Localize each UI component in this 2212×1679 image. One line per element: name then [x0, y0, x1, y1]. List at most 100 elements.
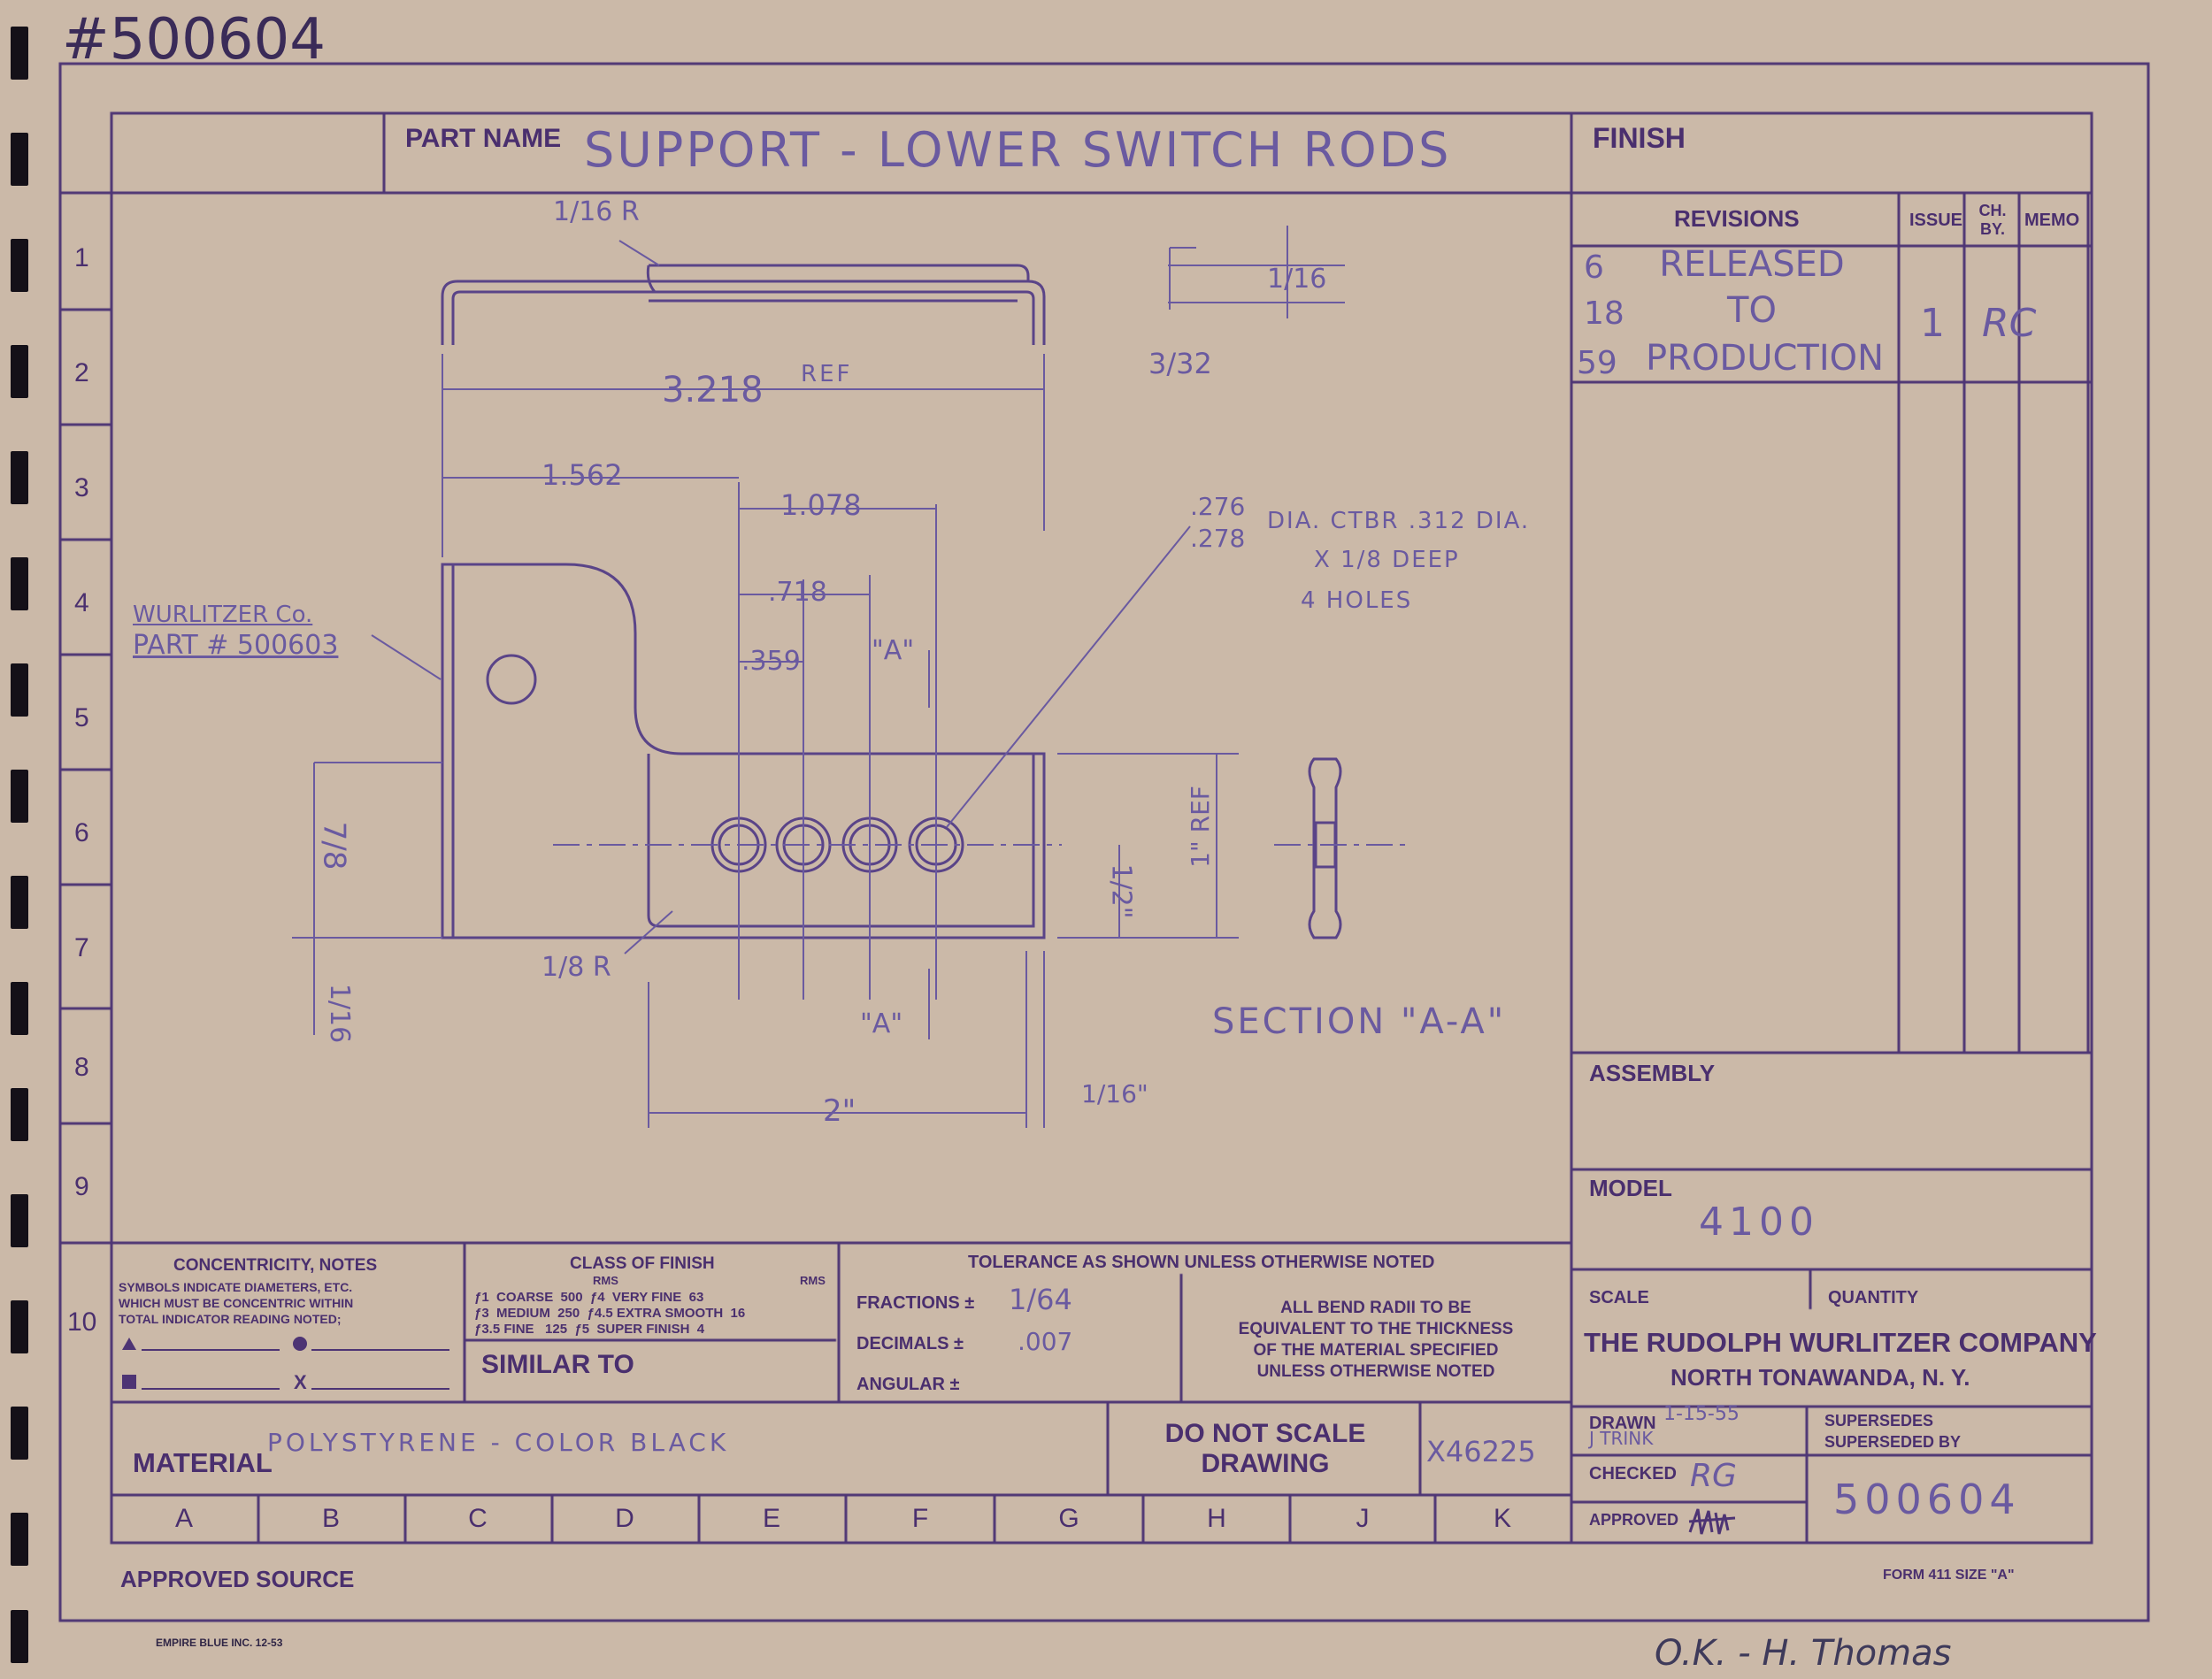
column-label: B — [321, 1504, 340, 1533]
checked-label: CHECKED — [1589, 1464, 1677, 1484]
model-value: 4100 — [1699, 1200, 1819, 1245]
concentricity-note: SYMBOLS INDICATE DIAMETERS, ETC. — [119, 1280, 353, 1294]
concentricity-note: WHICH MUST BE CONCENTRIC WITHIN — [119, 1296, 354, 1310]
rms-header: RMS — [800, 1274, 826, 1287]
dimension-label: .359 — [741, 646, 801, 677]
finish-row: ƒ3 MEDIUM 250 ƒ4.5 EXTRA SMOOTH 16 — [474, 1306, 746, 1321]
section-mark: "A" — [872, 635, 915, 666]
row-label: 8 — [74, 1053, 89, 1082]
revision-text: TO — [1727, 290, 1777, 331]
dimension-label: 3.218 — [662, 370, 764, 410]
dimension-label: 1/16 — [1267, 264, 1327, 295]
revision-ch-by: RC — [1982, 301, 2037, 346]
memo-header: MEMO — [2024, 211, 2080, 230]
hole-note: 4 HOLES — [1301, 587, 1413, 614]
column-label: C — [468, 1504, 488, 1533]
model-label: MODEL — [1589, 1175, 1672, 1201]
material-value: POLYSTYRENE - COLOR BLACK — [267, 1428, 730, 1457]
decimals-value: .007 — [1018, 1327, 1073, 1356]
column-label: A — [174, 1504, 193, 1533]
quantity-label: QUANTITY — [1828, 1288, 1919, 1307]
row-label: 5 — [74, 703, 89, 732]
dimension-label: 1.562 — [541, 458, 623, 492]
fractions-value: 1/64 — [1009, 1283, 1072, 1316]
dimension-label: 1" REF — [1185, 786, 1215, 868]
scale-label: SCALE — [1589, 1288, 1649, 1307]
material-label: MATERIAL — [133, 1447, 273, 1478]
issue-header: ISSUE — [1909, 211, 1963, 230]
part-reference: WURLITZER Co. — [133, 602, 313, 628]
concentricity-symbols: X — [120, 1336, 457, 1398]
fractions-label: FRACTIONS ± — [856, 1293, 975, 1313]
column-label: E — [762, 1504, 780, 1533]
angular-label: ANGULAR ± — [856, 1375, 960, 1394]
revision-date: 6 — [1584, 249, 1604, 286]
column-label: G — [1058, 1504, 1079, 1533]
company-name: THE RUDOLPH WURLITZER COMPANY — [1584, 1327, 2097, 1358]
decimals-label: DECIMALS ± — [856, 1334, 964, 1353]
column-label: J — [1356, 1504, 1370, 1533]
finish-row: ƒ1 COARSE 500 ƒ4 VERY FINE 63 — [474, 1290, 704, 1305]
row-label: 10 — [67, 1307, 97, 1337]
dimension-label: 1/2" — [1105, 863, 1137, 919]
dimension-label: .718 — [768, 577, 827, 608]
binding-holes — [11, 27, 28, 1663]
supersedes-label: SUPERSEDES — [1824, 1412, 1934, 1430]
finish-row: ƒ3.5 FINE 125 ƒ5 SUPER FINISH 4 — [474, 1322, 705, 1337]
rms-header: RMS — [593, 1274, 618, 1287]
row-label: 6 — [74, 818, 89, 847]
do-not-scale-note: DO NOT SCALE DRAWING — [1164, 1419, 1366, 1478]
signoff-note: O.K. - H. Thomas — [1655, 1633, 1952, 1674]
drawn-date: 1-15-55 — [1663, 1403, 1740, 1425]
column-label: H — [1207, 1504, 1226, 1533]
row-label: 2 — [74, 358, 89, 387]
approved-signature — [1686, 1504, 1739, 1539]
bend-note: UNLESS OTHERWISE NOTED — [1256, 1362, 1495, 1381]
approved-source-label: APPROVED SOURCE — [120, 1566, 355, 1592]
dimension-label: .278 — [1190, 524, 1246, 553]
dimension-label: 2" — [823, 1093, 856, 1129]
part-name-label: PART NAME — [405, 124, 562, 153]
dimension-label: 1.078 — [780, 488, 862, 522]
bend-note: EQUIVALENT TO THE THICKNESS — [1238, 1320, 1514, 1338]
bend-note: OF THE MATERIAL SPECIFIED — [1253, 1341, 1499, 1360]
company-location: NORTH TONAWANDA, N. Y. — [1671, 1364, 1970, 1391]
superseded-by-label: SUPERSEDED BY — [1824, 1433, 1962, 1451]
dimension-label: 1/16 — [324, 983, 356, 1044]
dimension-lines — [292, 226, 1407, 1128]
drawing-number: 500604 — [1833, 1476, 2021, 1523]
drawn-by: J TRINK — [1589, 1428, 1654, 1449]
hole-note: X 1/8 DEEP — [1314, 547, 1460, 573]
revisions-header: REVISIONS — [1674, 205, 1800, 232]
finish-label: FINISH — [1593, 122, 1686, 154]
row-label: 3 — [74, 473, 89, 502]
bend-note: ALL BEND RADII TO BE — [1280, 1299, 1471, 1317]
revision-date: 18 — [1584, 295, 1624, 332]
column-label: F — [911, 1504, 929, 1533]
similar-to-label: SIMILAR TO — [481, 1350, 634, 1379]
tolerance-title: TOLERANCE AS SHOWN UNLESS OTHERWISE NOTE… — [968, 1253, 1435, 1272]
row-label: 9 — [74, 1172, 89, 1201]
dimension-label: 1/16 R — [553, 196, 640, 227]
class-of-finish-title: CLASS OF FINISH — [570, 1254, 715, 1273]
revision-text: PRODUCTION — [1646, 338, 1885, 379]
row-label: 4 — [74, 588, 89, 617]
reference-number: X46225 — [1426, 1435, 1536, 1468]
section-mark: "A" — [860, 1008, 903, 1039]
printer-label: EMPIRE BLUE INC. 12-53 — [156, 1637, 283, 1649]
part-name-value: SUPPORT - LOWER SWITCH RODS — [584, 122, 1452, 178]
revision-date: 59 — [1577, 345, 1617, 381]
dimension-label: 3/32 — [1148, 347, 1212, 380]
column-label: D — [615, 1504, 634, 1533]
svg-text:X: X — [294, 1371, 307, 1393]
row-label: 1 — [74, 243, 89, 272]
part-reference: PART # 500603 — [133, 630, 339, 661]
dimension-label: .276 — [1190, 492, 1246, 521]
approved-label: APPROVED — [1589, 1511, 1679, 1529]
dimension-label: REF — [801, 361, 853, 387]
concentricity-title: CONCENTRICITY, NOTES — [173, 1256, 378, 1275]
ch-by-header: CH. BY. — [1978, 202, 2007, 238]
row-label: 7 — [74, 933, 89, 962]
column-label: K — [1493, 1504, 1511, 1533]
